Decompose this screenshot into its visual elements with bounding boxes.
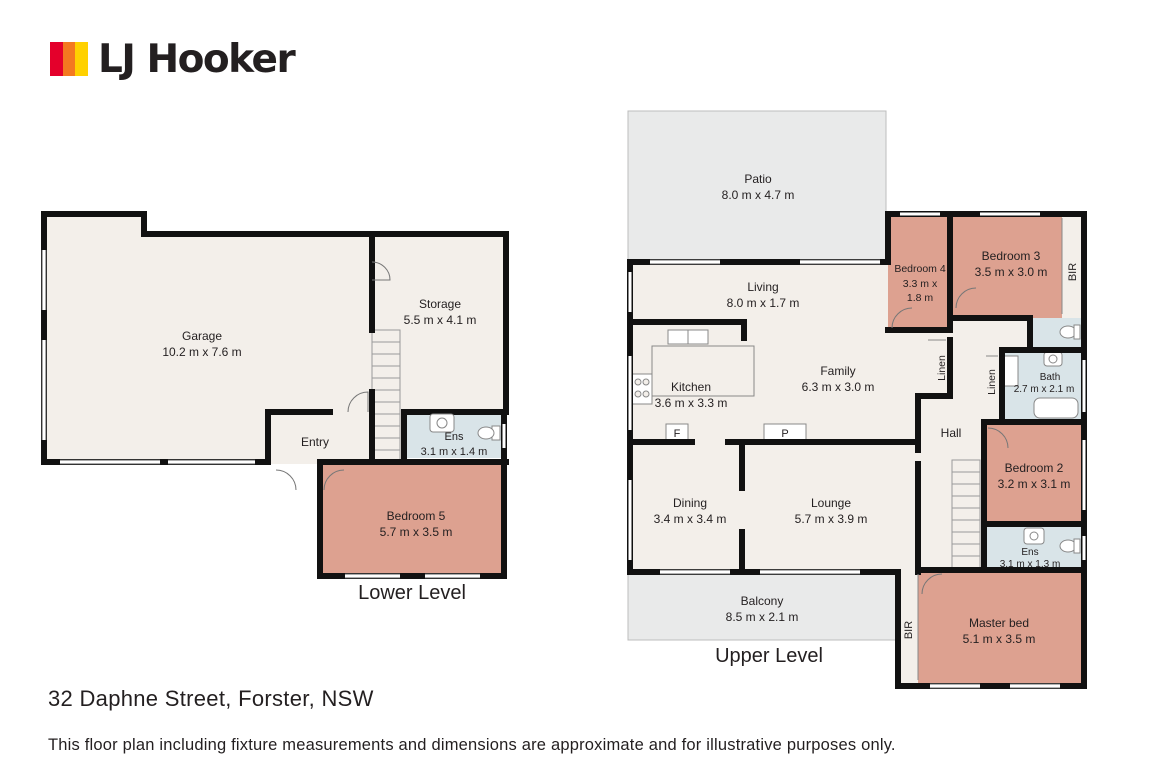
lower-ensuite-name: Ens [445, 431, 464, 443]
bedroom3-dims: 3.5 m x 3.0 m [975, 265, 1048, 279]
upper-window-frames [650, 259, 1060, 689]
patio-name: Patio [744, 172, 772, 186]
bedroom2-area [984, 422, 1082, 524]
bedroom4-dims-2: 1.8 m [907, 292, 934, 304]
living-name: Living [747, 280, 778, 294]
dining-name: Dining [673, 496, 707, 510]
lower-doors [275, 261, 391, 491]
linen-label-1: Linen [936, 355, 948, 381]
garage-area [44, 214, 372, 460]
garage-dims: 10.2 m x 7.6 m [162, 345, 241, 359]
brand-name: LJ Hooker [98, 36, 296, 82]
upper-ensuite-dims: 3.1 m x 1.3 m [1000, 559, 1061, 570]
disclaimer: This floor plan including fixture measur… [48, 736, 896, 754]
property-address: 32 Daphne Street, Forster, NSW [48, 686, 374, 711]
patio-area [627, 110, 887, 264]
bedroom2-dims: 3.2 m x 3.1 m [998, 477, 1071, 491]
robe-lines [917, 218, 1063, 680]
linen-label-2: Linen [986, 369, 998, 395]
kitchen-dims: 3.6 m x 3.3 m [655, 396, 728, 410]
storage-name: Storage [419, 297, 461, 311]
master-name: Master bed [969, 616, 1029, 630]
upper-level-label: Upper Level [715, 645, 823, 667]
lower-level-label: Lower Level [358, 582, 466, 604]
lower-ensuite-fixtures [429, 413, 501, 441]
upper-windows [628, 212, 1086, 688]
brand-logo: LJ Hooker [50, 36, 296, 82]
upper-level-plan: Patio 8.0 m x 4.7 m Living 8.0 m x 1.7 m… [627, 110, 1087, 689]
pantry-label: P [781, 428, 788, 440]
bedroom3-name: Bedroom 3 [982, 249, 1041, 263]
family-dims: 6.3 m x 3.0 m [802, 380, 875, 394]
entry-name: Entry [301, 435, 329, 449]
bedroom2-name: Bedroom 2 [1005, 461, 1064, 475]
balcony-name: Balcony [741, 594, 784, 608]
bedroom4-dims-1: 3.3 m x [903, 278, 938, 290]
balcony-area [627, 573, 897, 641]
upper-ensuite-name: Ens [1021, 547, 1038, 558]
kitchen-name: Kitchen [671, 380, 711, 394]
bedroom3-area [950, 214, 1082, 318]
bedroom4-area [888, 214, 950, 330]
bir3-area [1062, 214, 1082, 318]
master-area [898, 570, 1082, 684]
storage-area [372, 234, 504, 412]
patio-dims: 8.0 m x 4.7 m [722, 188, 795, 202]
storage-dims: 5.5 m x 4.1 m [404, 313, 477, 327]
kitchen-fixtures [631, 329, 807, 443]
lower-window-frames [41, 250, 480, 579]
dining-dims: 3.4 m x 3.4 m [654, 512, 727, 526]
bath-dims: 2.7 m x 2.1 m [1014, 384, 1075, 395]
lower-level-plan: Garage 10.2 m x 7.6 m Storage 5.5 m x 4.… [41, 211, 509, 604]
master-bir-area [898, 570, 918, 684]
bath-name: Bath [1040, 372, 1061, 383]
logo-mark [50, 42, 89, 76]
upper-doors [891, 287, 1009, 595]
master-bir-label: BIR [903, 621, 915, 639]
balcony-dims: 8.5 m x 2.1 m [726, 610, 799, 624]
bedroom4-name: Bedroom 4 [894, 263, 946, 275]
lower-ensuite-dims: 3.1 m x 1.4 m [421, 446, 488, 458]
logo-stripe-red [50, 42, 63, 76]
logo-stripe-orange [62, 42, 76, 76]
living-dims: 8.0 m x 1.7 m [727, 296, 800, 310]
bedroom5-dims: 5.7 m x 3.5 m [380, 525, 453, 539]
garage-name: Garage [182, 329, 222, 343]
bedroom5-area [320, 460, 504, 574]
logo-stripe-yellow [75, 42, 89, 76]
family-name: Family [820, 364, 855, 378]
lounge-dims: 5.7 m x 3.9 m [795, 512, 868, 526]
hall-name: Hall [941, 426, 962, 440]
bath-fixtures [1003, 324, 1081, 554]
master-dims: 5.1 m x 3.5 m [963, 632, 1036, 646]
bedroom5-name: Bedroom 5 [387, 509, 446, 523]
fridge-label: F [674, 428, 681, 440]
bir3-label: BIR [1067, 263, 1079, 281]
lounge-name: Lounge [811, 496, 851, 510]
lower-windows [42, 250, 506, 578]
